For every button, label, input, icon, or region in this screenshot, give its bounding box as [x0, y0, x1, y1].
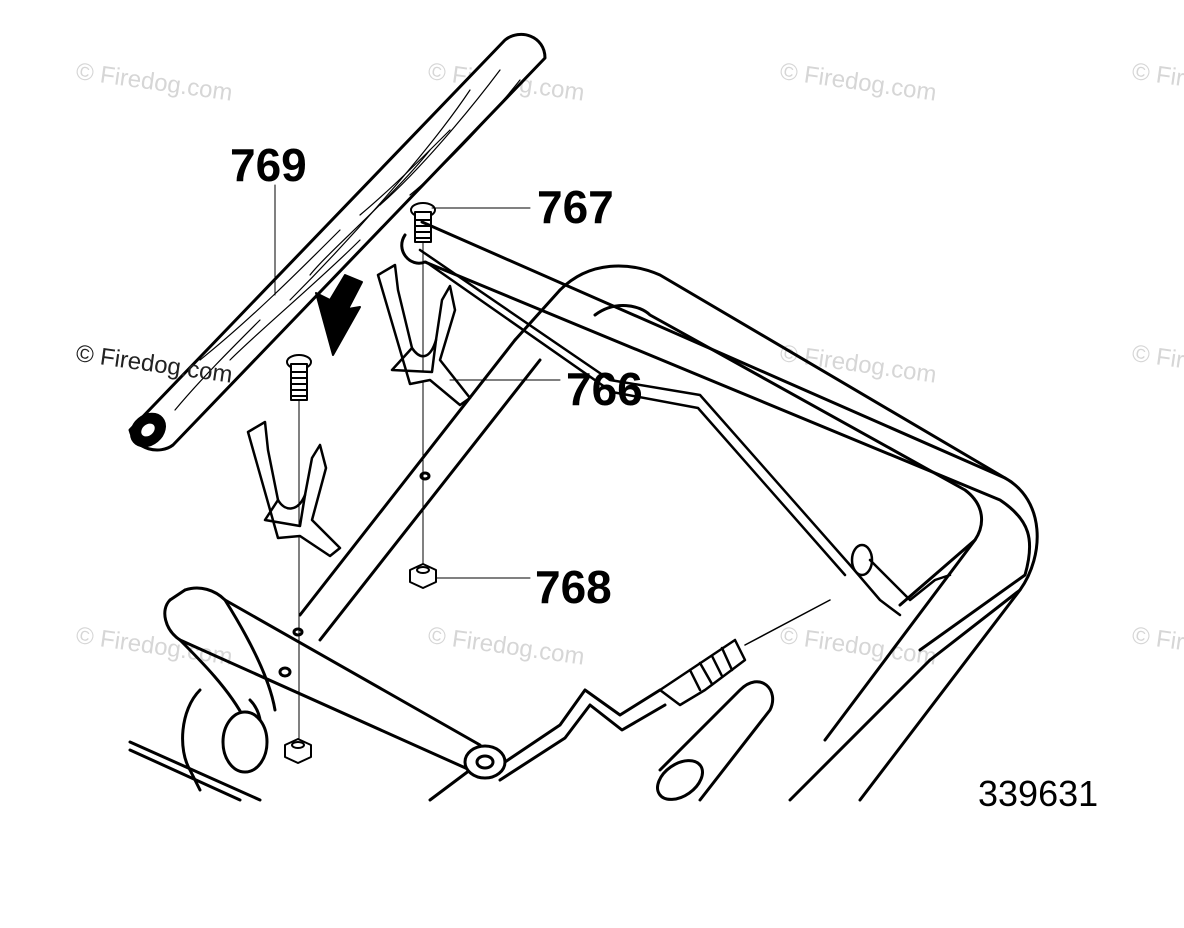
handle-grip-tube	[128, 32, 547, 452]
callout-769: 769	[230, 139, 307, 191]
direction-arrow	[315, 274, 363, 356]
control-rod	[418, 248, 952, 617]
grip-clip-766	[376, 263, 472, 407]
hex-nut-768	[409, 563, 437, 589]
callout-768: 768	[535, 561, 612, 613]
cable-spring	[658, 599, 831, 707]
callout-766: 766	[566, 363, 643, 415]
carriage-bolt-left	[286, 354, 312, 741]
diagram-part-number: 339631	[978, 773, 1099, 814]
lower-cross-bar	[163, 471, 482, 772]
lower-handle-section	[128, 688, 667, 802]
grip-clip-left	[246, 420, 342, 558]
hex-nut-left	[284, 738, 312, 764]
leader-lines	[274, 184, 561, 579]
upper-handle-frame	[298, 220, 1039, 802]
callout-767: 767	[537, 181, 614, 233]
cable-housing	[656, 680, 775, 802]
